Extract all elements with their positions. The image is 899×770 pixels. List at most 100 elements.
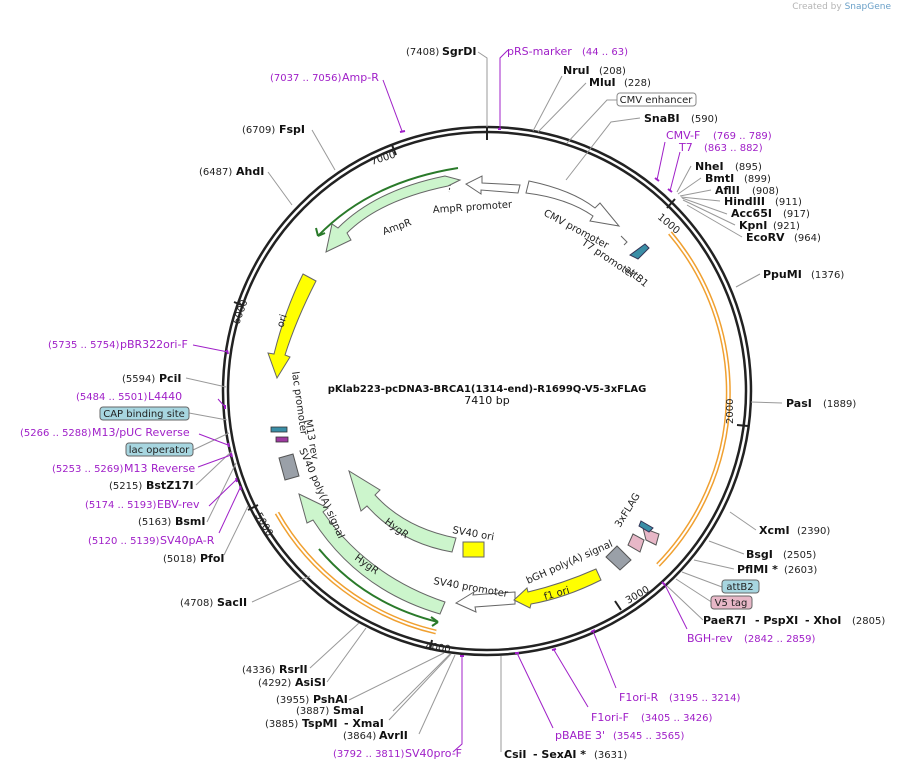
site-xmai: - XmaI bbox=[344, 717, 384, 730]
conn-pshai bbox=[348, 652, 445, 701]
conn-bsmi bbox=[206, 462, 237, 523]
box-cap-label: CAP binding site bbox=[103, 409, 185, 420]
site-xcmi-pos: (2390) bbox=[797, 526, 830, 537]
conn-nhei bbox=[676, 165, 692, 193]
pconn-pbabe bbox=[516, 652, 554, 729]
conn-avrii bbox=[418, 654, 456, 735]
label-ampr: AmpR bbox=[381, 217, 413, 238]
site-pfoi-pos: (5018) bbox=[163, 554, 196, 565]
site-bsmi: BsmI bbox=[175, 515, 206, 528]
site-xcmi: XcmI bbox=[759, 524, 790, 537]
tick-3000 bbox=[614, 600, 622, 611]
mark-ebv bbox=[235, 477, 238, 483]
site-hindiii: HindIII bbox=[724, 195, 765, 208]
primer-pbabe-pos: (3545 .. 3565) bbox=[613, 731, 685, 742]
primer-f1orif-pos: (3405 .. 3426) bbox=[641, 713, 713, 724]
orf-arc-brca1-inner bbox=[657, 232, 730, 566]
site-rsrii: RsrII bbox=[279, 663, 308, 676]
conn-ahdi bbox=[267, 171, 293, 206]
conn-cmv-enh bbox=[566, 99, 617, 144]
site-hindiii-pos: (911) bbox=[775, 197, 802, 208]
site-aflii-pos: (908) bbox=[752, 186, 779, 197]
feature-hygr-1 bbox=[348, 469, 457, 553]
tick-5000 bbox=[247, 504, 259, 511]
primer-pbr322: pBR322ori-F bbox=[120, 338, 188, 351]
conn-fspi bbox=[311, 129, 336, 171]
tick-1000 bbox=[666, 198, 676, 209]
primer-f1orir: F1ori-R bbox=[619, 691, 659, 704]
site-acc65i-pos: (917) bbox=[783, 209, 810, 220]
pconn-bgh bbox=[663, 582, 688, 630]
site-mlui: MluI bbox=[589, 76, 616, 89]
site-pshai: PshAI bbox=[313, 693, 348, 706]
site-asisi: AsiSI bbox=[295, 676, 326, 689]
mark-sv40pa bbox=[239, 485, 242, 491]
site-pasi-pos: (1889) bbox=[823, 399, 856, 410]
feature-ampr-line-head bbox=[315, 227, 326, 237]
primer-cmvf-pos: (769 .. 789) bbox=[713, 131, 772, 142]
box-v5 bbox=[710, 595, 753, 610]
pconn-ampr bbox=[382, 79, 403, 132]
site-bsgi-pos: (2505) bbox=[783, 550, 816, 561]
primer-bgh: BGH-rev bbox=[687, 632, 733, 645]
feature-v5-tag bbox=[627, 533, 645, 553]
conn-pasi bbox=[750, 401, 783, 404]
site-smai: SmaI bbox=[333, 704, 364, 717]
mark-m13rev bbox=[230, 452, 233, 458]
mark-m13puc bbox=[227, 442, 230, 448]
conn-attb2 bbox=[681, 571, 723, 588]
site-fspi: FspI bbox=[279, 123, 305, 136]
primer-cmvf: CMV-F bbox=[666, 129, 700, 142]
site-aflii: AflII bbox=[715, 184, 740, 197]
primer-sv40pro-pos: (3792 .. 3811) bbox=[333, 749, 405, 760]
feature-lac-op bbox=[270, 426, 288, 433]
feature-attb1 bbox=[629, 243, 650, 260]
tick-7000 bbox=[391, 144, 397, 156]
site-pcii-pos: (5594) bbox=[122, 374, 155, 385]
primer-l4440: L4440 bbox=[148, 390, 182, 403]
feature-3xflag bbox=[642, 527, 660, 546]
site-ppumi: PpuMI bbox=[763, 268, 802, 281]
conn-nrui bbox=[532, 75, 563, 132]
primer-sv40pro: SV40pro-F bbox=[405, 747, 462, 760]
primer-pbabe: pBABE 3' bbox=[555, 729, 605, 742]
pconn-f1orif bbox=[553, 649, 589, 708]
site-pasi: PasI bbox=[786, 397, 812, 410]
label-ampr-promoter: AmpR promoter bbox=[432, 199, 513, 216]
site-pflmi-pos: (2603) bbox=[784, 565, 817, 576]
site-snabi-pos: (590) bbox=[691, 114, 718, 125]
box-cap bbox=[99, 406, 190, 421]
site-avrii-pos: (3864) bbox=[343, 731, 376, 742]
orf-arc-hygr-inner bbox=[276, 512, 437, 633]
site-snabi: SnaBI bbox=[644, 112, 680, 125]
feature-hygr-line-head bbox=[430, 616, 439, 627]
conn-asisi bbox=[326, 627, 367, 683]
feature-term-left bbox=[278, 453, 300, 481]
primer-ebv-pos: (5174 .. 5193) bbox=[85, 500, 157, 511]
site-bstz17i: BstZ17I bbox=[146, 479, 194, 492]
feature-f1-ori bbox=[513, 568, 602, 609]
box-lac-operator bbox=[125, 442, 194, 457]
tick-4000 bbox=[429, 639, 433, 651]
feature-ori bbox=[267, 273, 317, 380]
feature-sv40-promoter bbox=[454, 590, 516, 613]
conn-kpni bbox=[682, 199, 736, 226]
box-attb2-label: attB2 bbox=[726, 582, 753, 593]
feature-attb2 bbox=[638, 520, 654, 533]
primer-f1orif: F1ori-F bbox=[591, 711, 629, 724]
conn-cap bbox=[188, 412, 228, 421]
snapgene-brand: SnapGene bbox=[844, 2, 891, 12]
pconn-t7 bbox=[669, 151, 681, 192]
site-sgrdi-pos: (7408) bbox=[406, 47, 439, 58]
feature-hygr-line bbox=[318, 548, 439, 623]
primer-l4440-pos: (5484 .. 5501) bbox=[76, 392, 148, 403]
primer-m13rev: M13 Reverse bbox=[124, 462, 195, 475]
primer-sv40pa-pos: (5120 .. 5139) bbox=[88, 536, 160, 547]
feature-ampr-cds bbox=[325, 175, 462, 253]
mark-ampr bbox=[399, 130, 406, 133]
plasmid-name: pKlab223-pcDNA3-BRCA1(1314-end)-R1699Q-V… bbox=[328, 384, 647, 395]
conn-aflii bbox=[679, 189, 712, 197]
feature-cap bbox=[275, 436, 289, 443]
primer-ampr: Amp-R bbox=[342, 71, 379, 84]
